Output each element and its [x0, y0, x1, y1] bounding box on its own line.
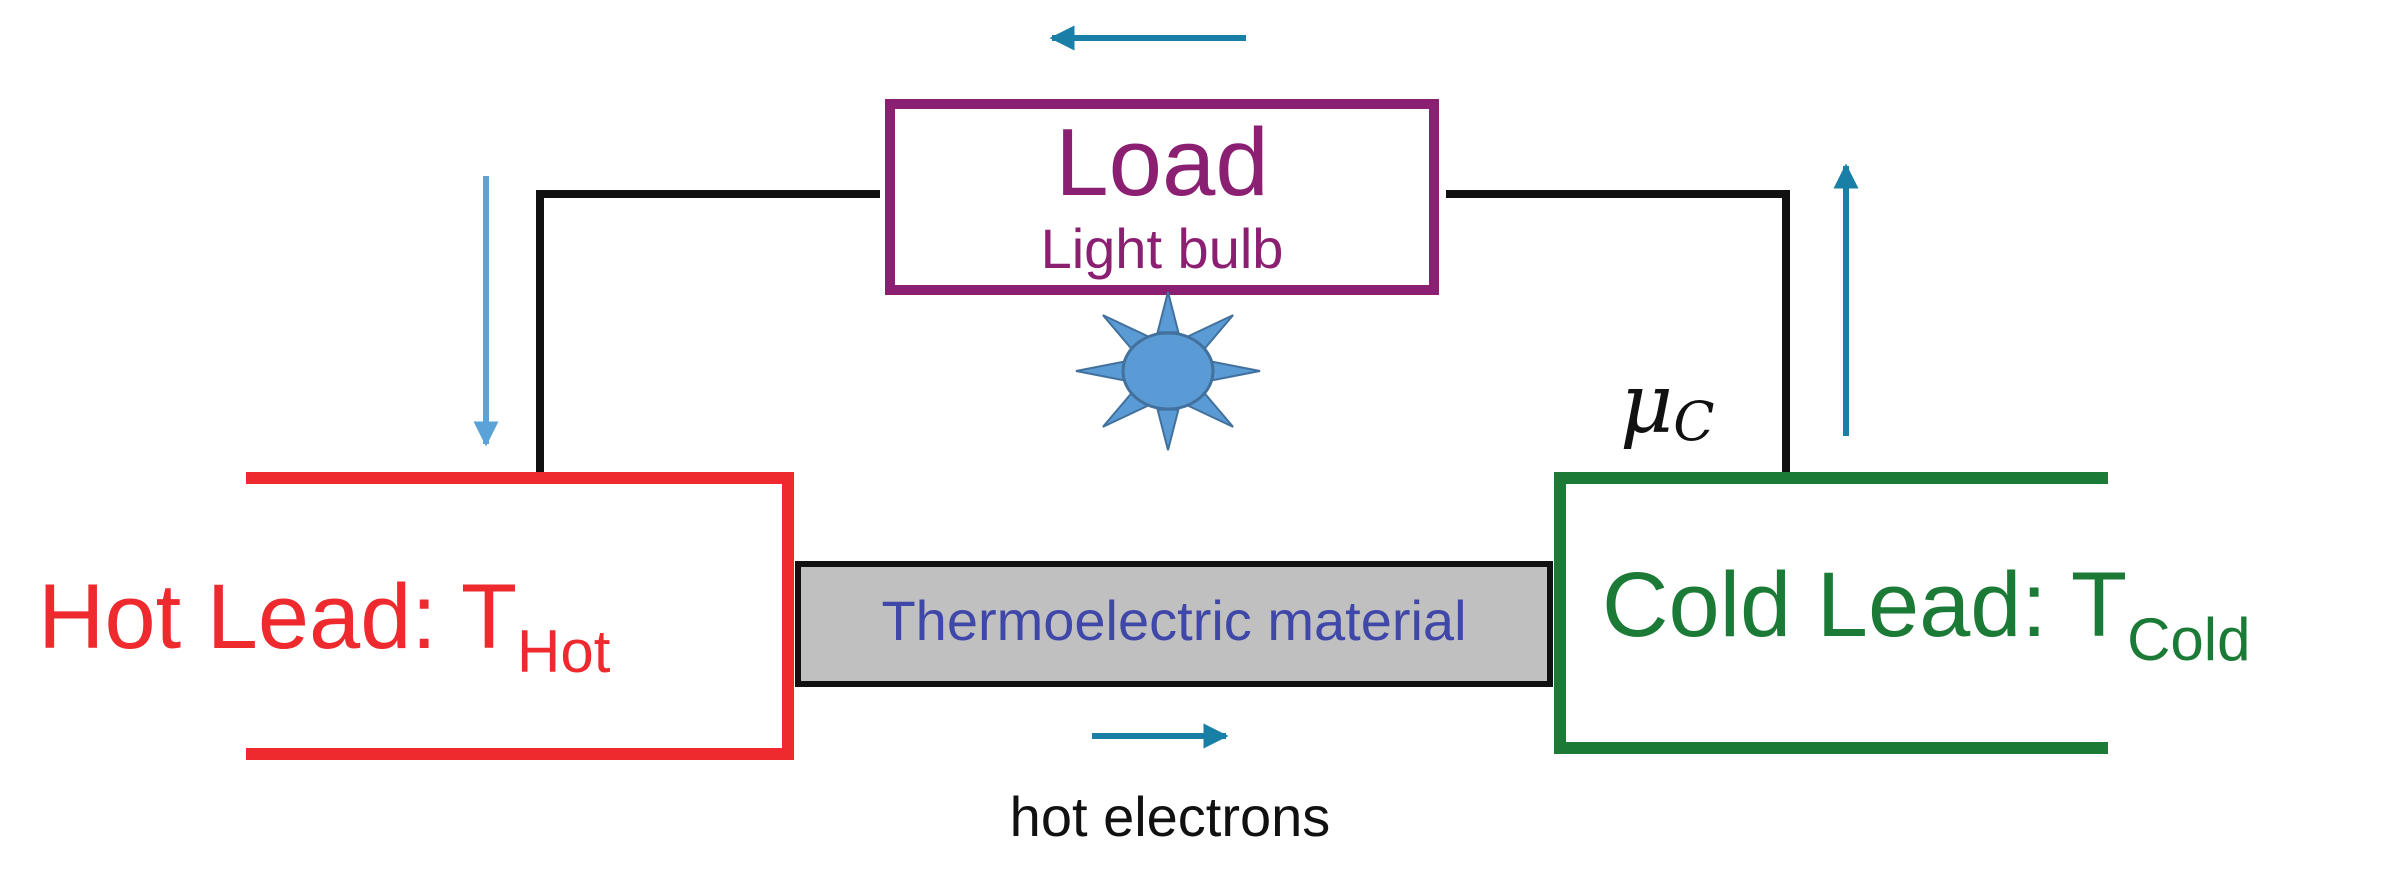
thermoelectric-material-bar [795, 561, 1553, 687]
cold-lead-label: Cold Lead: TCold [1602, 554, 2251, 673]
hot-lead-label: Hot Lead: THot [38, 566, 611, 685]
load-title: Load [1055, 109, 1269, 216]
cold-potential-symbol: μC [1620, 357, 1715, 453]
bulb-ray [1156, 408, 1180, 451]
wire-right [1446, 190, 1790, 474]
hot-lead-bracket [246, 472, 794, 760]
bulb-ray [1075, 359, 1131, 383]
bulb-ray [1205, 359, 1261, 383]
hot-lead-text: Hot Lead: T [38, 566, 517, 668]
hot-lead-subscript: Hot [517, 618, 611, 685]
mu-symbol: μ [1620, 357, 1673, 452]
cold-lead-bracket [1554, 472, 2108, 754]
load-subtitle: Light bulb [1041, 217, 1284, 280]
cold-lead-subscript: Cold [2127, 606, 2250, 673]
bulb-ray [1156, 291, 1180, 334]
material-label: Thermoelectric material [881, 589, 1466, 652]
mu-subscript: C [1673, 390, 1714, 453]
load-box [885, 99, 1439, 295]
wire-left [536, 190, 880, 474]
hot-electrons-label: hot electrons [1010, 785, 1331, 848]
cold-lead-text: Cold Lead: T [1602, 554, 2127, 656]
light-bulb-icon [1075, 291, 1261, 451]
